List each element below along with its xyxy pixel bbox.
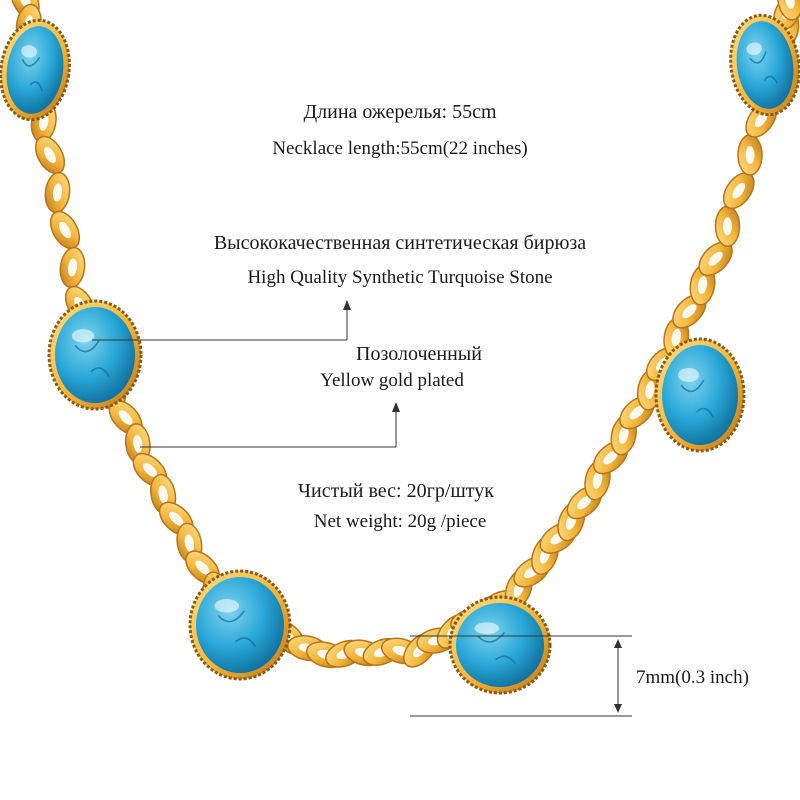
plating-label-ru: Позолоченный	[356, 343, 482, 365]
stone-body	[196, 577, 284, 673]
stone-veins	[74, 340, 110, 377]
stone-label-ru: Высококачественная синтетическая бирюза	[213, 232, 587, 254]
chain-link-hole	[52, 183, 63, 202]
chain-link-hole	[67, 258, 78, 277]
turquoise-cabochon-icon	[448, 595, 552, 695]
chain-link-hole	[133, 434, 143, 453]
chain-link-hole	[671, 328, 681, 347]
width-dimension-arrow	[614, 639, 622, 648]
chain-link	[737, 134, 763, 176]
turquoise-cabochon-icon	[188, 569, 292, 681]
width-dimension-arrow	[614, 704, 622, 713]
stone-highlight	[214, 599, 240, 613]
leader-lines	[92, 300, 632, 717]
weight-label-ru: Чистый вес: 20гр/штук	[298, 480, 494, 502]
length-label-ru: Длина ожерелья: 55cm	[303, 101, 497, 123]
turquoise-cabochon-icon	[729, 13, 800, 117]
chain-link-hole	[118, 410, 133, 425]
chain-link-hole	[169, 511, 184, 526]
stone-veins	[21, 56, 43, 92]
chain-link-hole	[682, 304, 697, 319]
chain-link-hole	[158, 485, 168, 504]
stone-veins	[217, 610, 257, 648]
chain-link-hole	[59, 221, 71, 239]
chain-link-hole	[722, 217, 733, 236]
chain-link	[777, 0, 800, 21]
chain-link-hole	[732, 182, 746, 199]
stone-body	[456, 603, 544, 687]
stone-highlight	[474, 622, 500, 635]
chain-link-hole	[785, 0, 795, 9]
stone-leader-arrow	[343, 300, 351, 310]
chain-link-hole	[754, 111, 768, 128]
stone-veins	[477, 631, 517, 665]
stone-veins	[680, 379, 715, 418]
chain-link-hole	[19, 0, 31, 9]
chain-link-hole	[184, 534, 195, 553]
turquoise-stones	[0, 13, 800, 695]
stone-veins	[749, 51, 779, 84]
chain-link-hole	[603, 450, 618, 465]
chain-link	[714, 205, 741, 247]
stone-highlight	[71, 329, 95, 343]
turquoise-cabochon-icon	[654, 337, 746, 453]
chain-link-hole	[618, 426, 629, 444]
chain-link-hole	[629, 405, 645, 420]
length-label-en: Necklace length:55cm(22 inches)	[272, 138, 528, 159]
chain-link	[44, 171, 71, 214]
chain-link	[59, 246, 86, 289]
turquoise-cabochon-icon	[47, 299, 143, 411]
chain-link	[698, 241, 733, 277]
stone-body	[6, 26, 64, 114]
chain-link-hole	[645, 381, 655, 399]
chain-link-hole	[708, 251, 723, 266]
chain-link-hole	[44, 146, 56, 164]
stone-highlight	[746, 42, 763, 55]
chain-link-hole	[195, 560, 210, 575]
chain-link	[34, 135, 66, 175]
chain-link-hole	[745, 146, 755, 164]
chain-link-hole	[577, 495, 592, 510]
stone-body	[55, 307, 135, 403]
plating-label-en: Yellow gold plated	[320, 370, 464, 391]
plating-leader-arrow	[392, 402, 400, 412]
chain-link-hole	[142, 462, 158, 478]
chain-link-body	[777, 0, 800, 21]
chain-link	[49, 210, 81, 250]
stone-body	[662, 345, 738, 445]
weight-label-en: Net weight: 20g /piece	[313, 511, 487, 532]
chain-link-hole	[697, 276, 708, 294]
stone-body	[736, 21, 794, 109]
width-label: 7mm(0.3 inch)	[636, 667, 749, 688]
stone-highlight	[677, 368, 700, 382]
turquoise-cabochon-icon	[0, 18, 71, 122]
chain-link-hole	[592, 471, 603, 489]
stone-label-en: High Quality Synthetic Turquoise Stone	[247, 267, 553, 288]
stone-highlight	[21, 45, 37, 58]
